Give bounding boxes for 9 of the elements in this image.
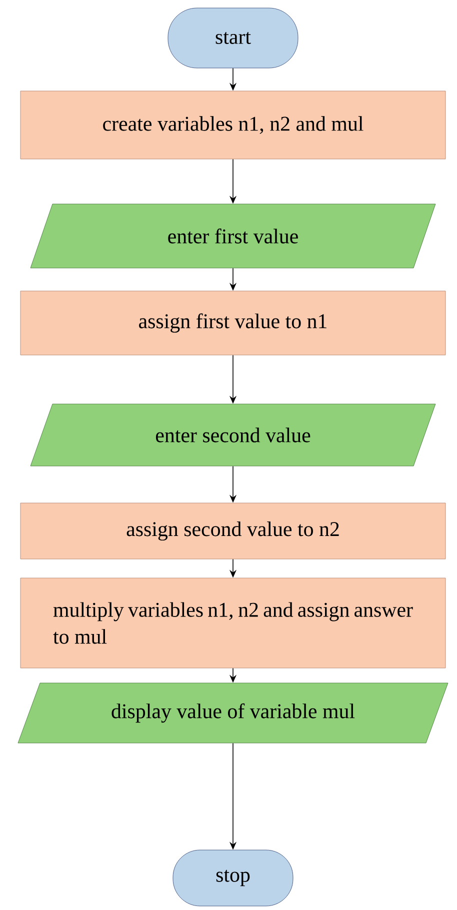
input-output-box: display value of variable mul: [18, 682, 448, 744]
process-box: assign second value to n2: [20, 502, 446, 560]
terminal-box: stop: [172, 850, 294, 906]
input-output-box: enter second value: [30, 404, 436, 466]
terminal-box: start: [168, 8, 298, 68]
process-box: assign first value to n1: [20, 290, 446, 356]
input-output-box: enter first value: [30, 204, 436, 268]
process-box: multiply variables n1, n2 and assign answer to mul: [20, 578, 446, 668]
process-box: create variables n1, n2 and mul: [20, 90, 446, 160]
